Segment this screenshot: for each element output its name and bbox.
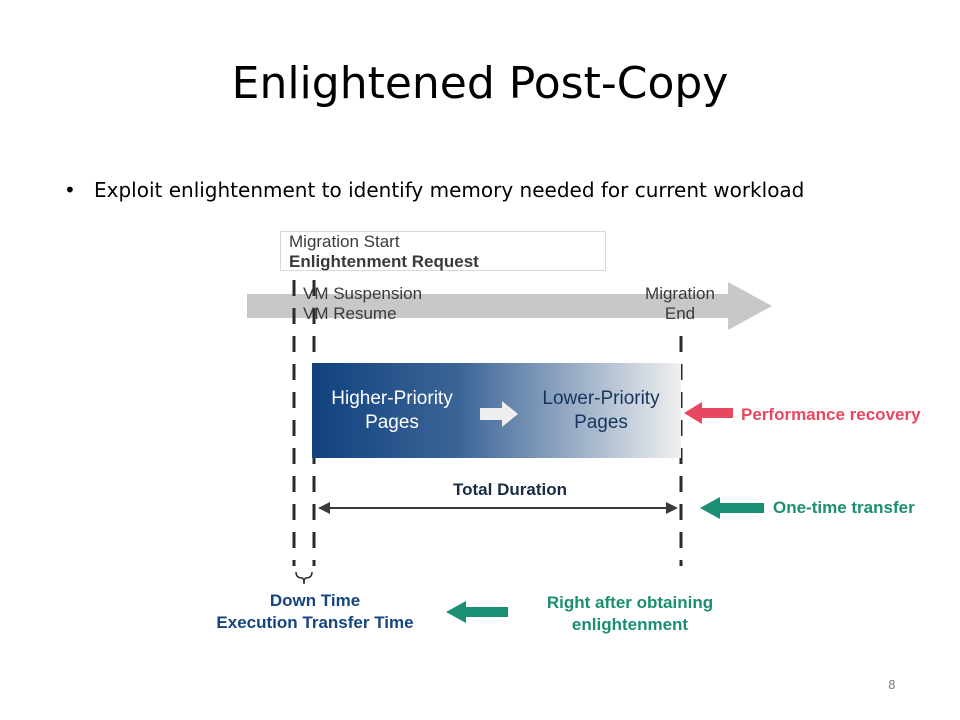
total-duration-label: Total Duration [453, 480, 567, 499]
one-time-transfer-label: One-time transfer [773, 498, 915, 517]
page-number: 8 [888, 678, 896, 692]
down-time-block: Down Time Execution Transfer Time [180, 590, 450, 634]
execution-transfer-time-label: Execution Transfer Time [216, 613, 414, 632]
performance-recovery-label: Performance recovery [741, 405, 921, 424]
migration-start-box [280, 231, 606, 271]
vm-suspension-label: VM Suspension [303, 284, 423, 303]
right-after-arrow-icon [446, 601, 508, 623]
performance-arrow-icon [684, 402, 733, 424]
higher-priority-label: Higher-Priority Pages [331, 388, 453, 433]
migration-start-label: Migration Start [289, 232, 400, 251]
priority-arrow-icon [480, 401, 518, 427]
one-time-arrow-icon [700, 497, 764, 519]
slide-title: Enlightened Post-Copy [231, 58, 729, 109]
bullet-item: • Exploit enlightenment to identify memor… [64, 178, 804, 202]
total-duration-right-arrowhead-icon [666, 502, 678, 514]
enlightenment-request-label: Enlightenment Request [289, 252, 479, 271]
bullet-text: Exploit enlightenment to identify memory… [94, 178, 805, 202]
timeline-arrow-icon [247, 282, 772, 330]
vm-resume-label: VM Resume [303, 304, 397, 323]
migration-end-label: Migration End [645, 284, 715, 323]
lower-priority-label: Lower-Priority Pages [542, 388, 660, 433]
total-duration-left-arrowhead-icon [318, 502, 330, 514]
down-time-label: Down Time [269, 591, 361, 610]
right-after-label: Right after obtaining enlightenment [546, 593, 714, 634]
bullet-dot-icon: • [64, 178, 76, 202]
down-time-brace-icon [295, 571, 313, 585]
